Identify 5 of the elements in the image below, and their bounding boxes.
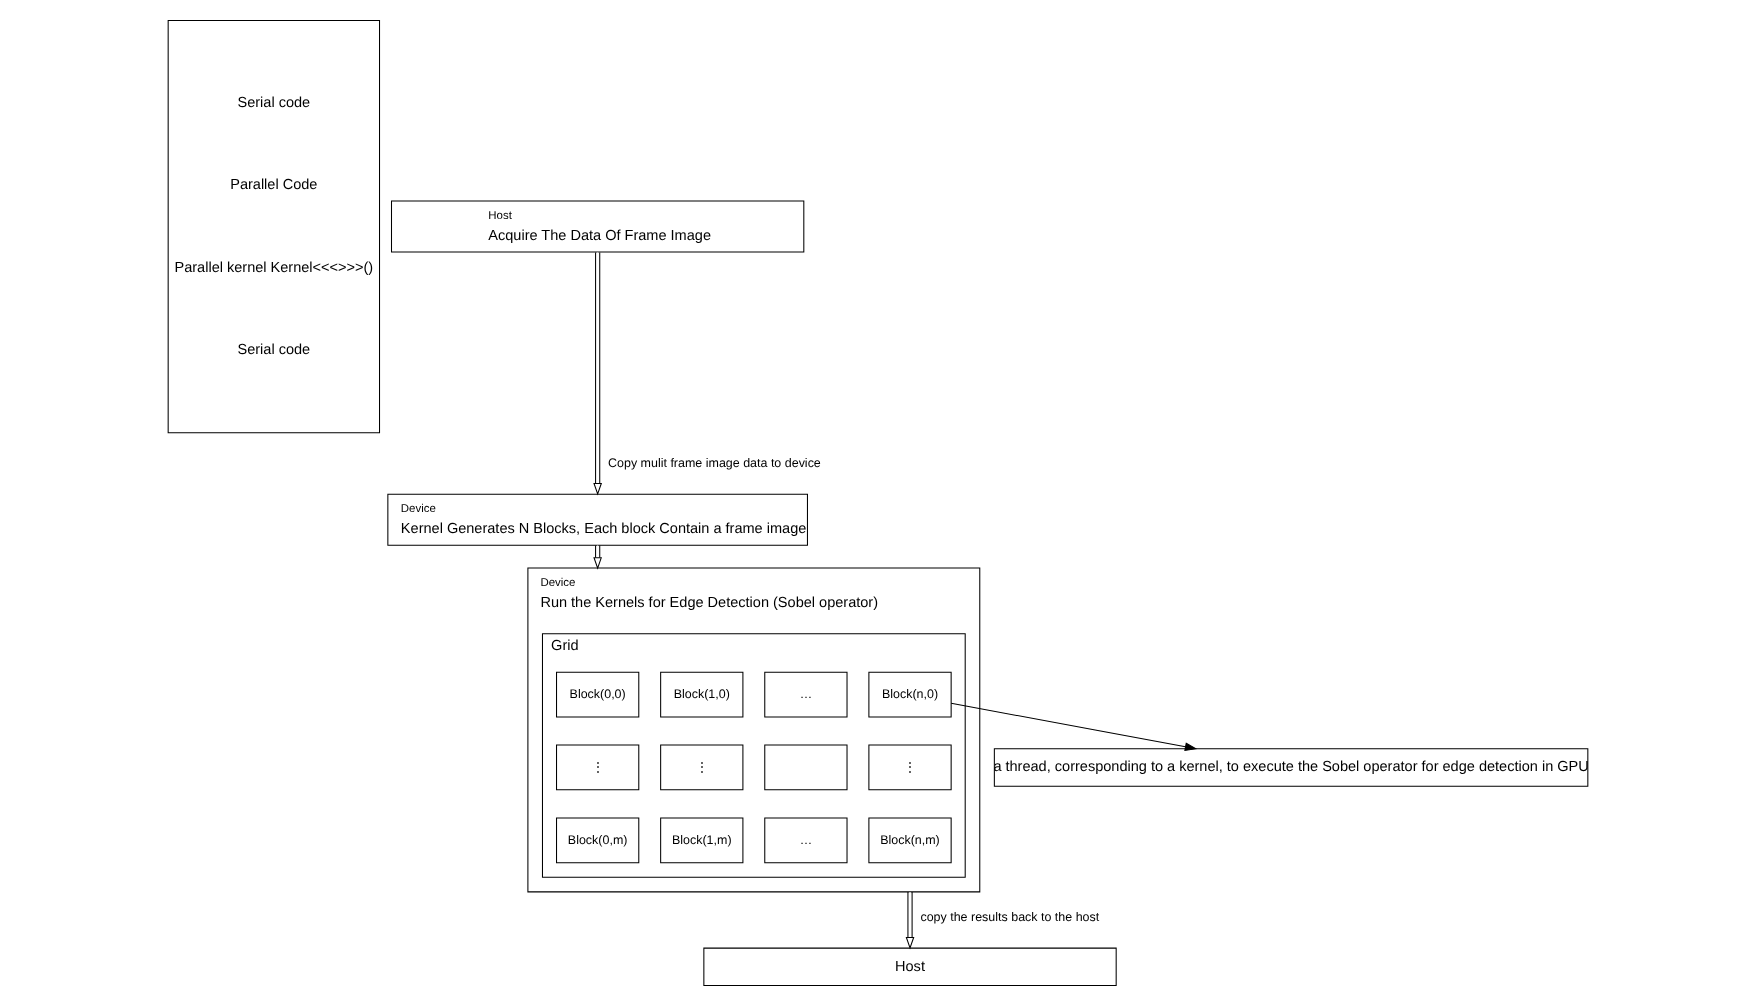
arrow [949, 702, 1197, 752]
arrow [592, 544, 602, 570]
arrow [592, 251, 602, 496]
arrow [904, 891, 914, 950]
node-box [763, 744, 847, 791]
